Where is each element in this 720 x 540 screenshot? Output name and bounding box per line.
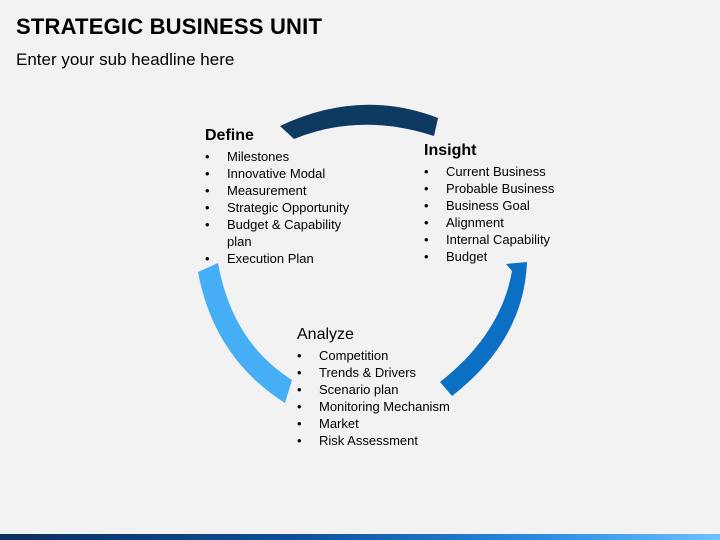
- arrow-analyze-to-define: [198, 263, 292, 403]
- list-item: Market: [297, 415, 467, 432]
- list-item: Internal Capability: [424, 231, 574, 248]
- analyze-stage: Analyze Competition Trends & Drivers Sce…: [297, 325, 467, 449]
- list-item: Current Business: [424, 163, 574, 180]
- define-list: Milestones Innovative Modal Measurement …: [205, 148, 365, 267]
- list-item: Budget: [424, 248, 574, 265]
- list-item: Innovative Modal: [205, 165, 365, 182]
- define-stage: Define Milestones Innovative Modal Measu…: [205, 126, 365, 267]
- list-item: Execution Plan: [205, 250, 365, 267]
- list-item: Measurement: [205, 182, 365, 199]
- analyze-title: Analyze: [297, 326, 354, 343]
- list-item: Trends & Drivers: [297, 364, 467, 381]
- page-subtitle: Enter your sub headline here: [16, 50, 235, 69]
- page-title: STRATEGIC BUSINESS UNIT: [16, 14, 323, 39]
- list-item: Strategic Opportunity: [205, 199, 365, 216]
- list-item: Scenario plan: [297, 381, 467, 398]
- list-item: Competition: [297, 347, 467, 364]
- footer-bar: [0, 534, 720, 540]
- list-item: Business Goal: [424, 197, 574, 214]
- analyze-list: Competition Trends & Drivers Scenario pl…: [297, 347, 467, 449]
- list-item: Probable Business: [424, 180, 574, 197]
- insight-list: Current Business Probable Business Busin…: [424, 163, 574, 265]
- list-item: Risk Assessment: [297, 432, 467, 449]
- list-item: Milestones: [205, 148, 365, 165]
- insight-title: Insight: [424, 142, 477, 159]
- list-item: Budget & Capability plan: [205, 216, 357, 250]
- define-title: Define: [205, 127, 254, 144]
- arrow-define-to-insight: [280, 104, 438, 139]
- list-item: Monitoring Mechanism: [297, 398, 467, 415]
- list-item: Alignment: [424, 214, 574, 231]
- insight-stage: Insight Current Business Probable Busine…: [424, 141, 574, 265]
